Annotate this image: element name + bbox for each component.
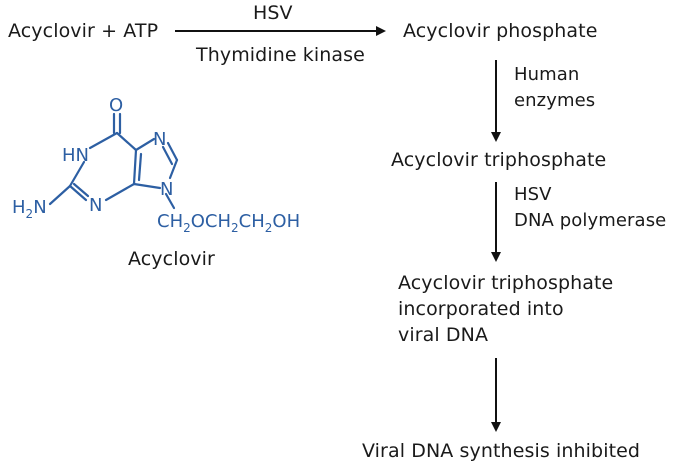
- step-viral-dna-inhibited: Viral DNA synthesis inhibited: [362, 440, 641, 462]
- atom-n-ring-left: N: [89, 195, 102, 216]
- step-incorporated-line-1: Acyclovir triphosphate: [398, 272, 614, 294]
- atom-oxygen: O: [109, 95, 123, 116]
- arrow2-label-line-1: HSV: [514, 184, 552, 205]
- acyclovir-structure: O HN N N N H2N CH2OCH2CH2OH: [12, 95, 300, 235]
- arrow2-label-line-2: DNA polymerase: [514, 210, 667, 231]
- enzyme-bottom-label: Thymidine kinase: [196, 44, 365, 66]
- arrow1-label-line-1: Human: [514, 64, 580, 85]
- atom-n-imidazole-bottom: N: [160, 179, 173, 200]
- step-incorporated-line-2: incorporated into: [398, 298, 564, 320]
- atom-n-imidazole-top: N: [153, 129, 166, 150]
- step-incorporated-line-3: viral DNA: [398, 324, 489, 346]
- step-acyclovir-triphosphate: Acyclovir triphosphate: [391, 149, 607, 171]
- enzyme-top-label: HSV: [253, 2, 293, 24]
- arrow1-label-line-2: enzymes: [514, 90, 596, 111]
- molecule-name-label: Acyclovir: [128, 248, 215, 270]
- reactants-label: Acyclovir + ATP: [8, 20, 159, 42]
- amino-group: H2N: [12, 197, 47, 221]
- step-acyclovir-phosphate: Acyclovir phosphate: [403, 20, 598, 42]
- atom-nh: HN: [62, 145, 89, 166]
- side-chain: CH2OCH2CH2OH: [157, 211, 300, 235]
